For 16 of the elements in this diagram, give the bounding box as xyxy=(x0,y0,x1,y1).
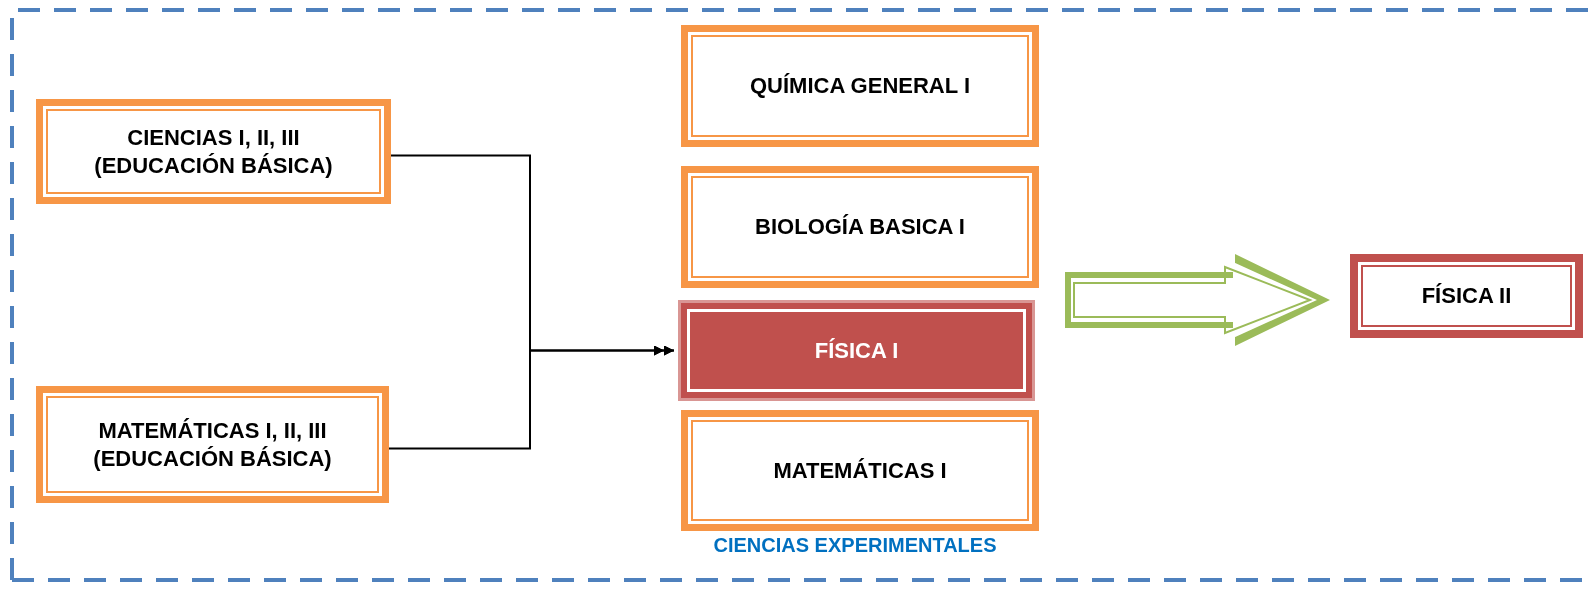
course-title: FÍSICA I xyxy=(814,336,899,365)
course-title: FÍSICA II xyxy=(1421,282,1512,310)
course-title: CIENCIAS I, II, III (EDUCACIÓN BÁSICA) xyxy=(93,123,334,180)
course-title: BIOLOGÍA BASICA I xyxy=(755,213,965,241)
course-title: MATEMÁTICAS I, II, III (EDUCACIÓN BÁSICA) xyxy=(92,416,333,473)
course-box xyxy=(678,300,1035,401)
course-title: MATEMÁTICAS I xyxy=(773,456,947,485)
course-box xyxy=(681,166,1039,288)
course-box xyxy=(681,410,1039,531)
block-arrow xyxy=(1065,254,1330,346)
course-box xyxy=(36,99,391,204)
group-caption: CIENCIAS EXPERIMENTALES xyxy=(712,533,998,558)
course-box xyxy=(681,25,1039,147)
course-box xyxy=(36,386,389,503)
course-title: QUÍMICA GENERAL I xyxy=(750,72,970,100)
course-box xyxy=(1350,254,1583,338)
